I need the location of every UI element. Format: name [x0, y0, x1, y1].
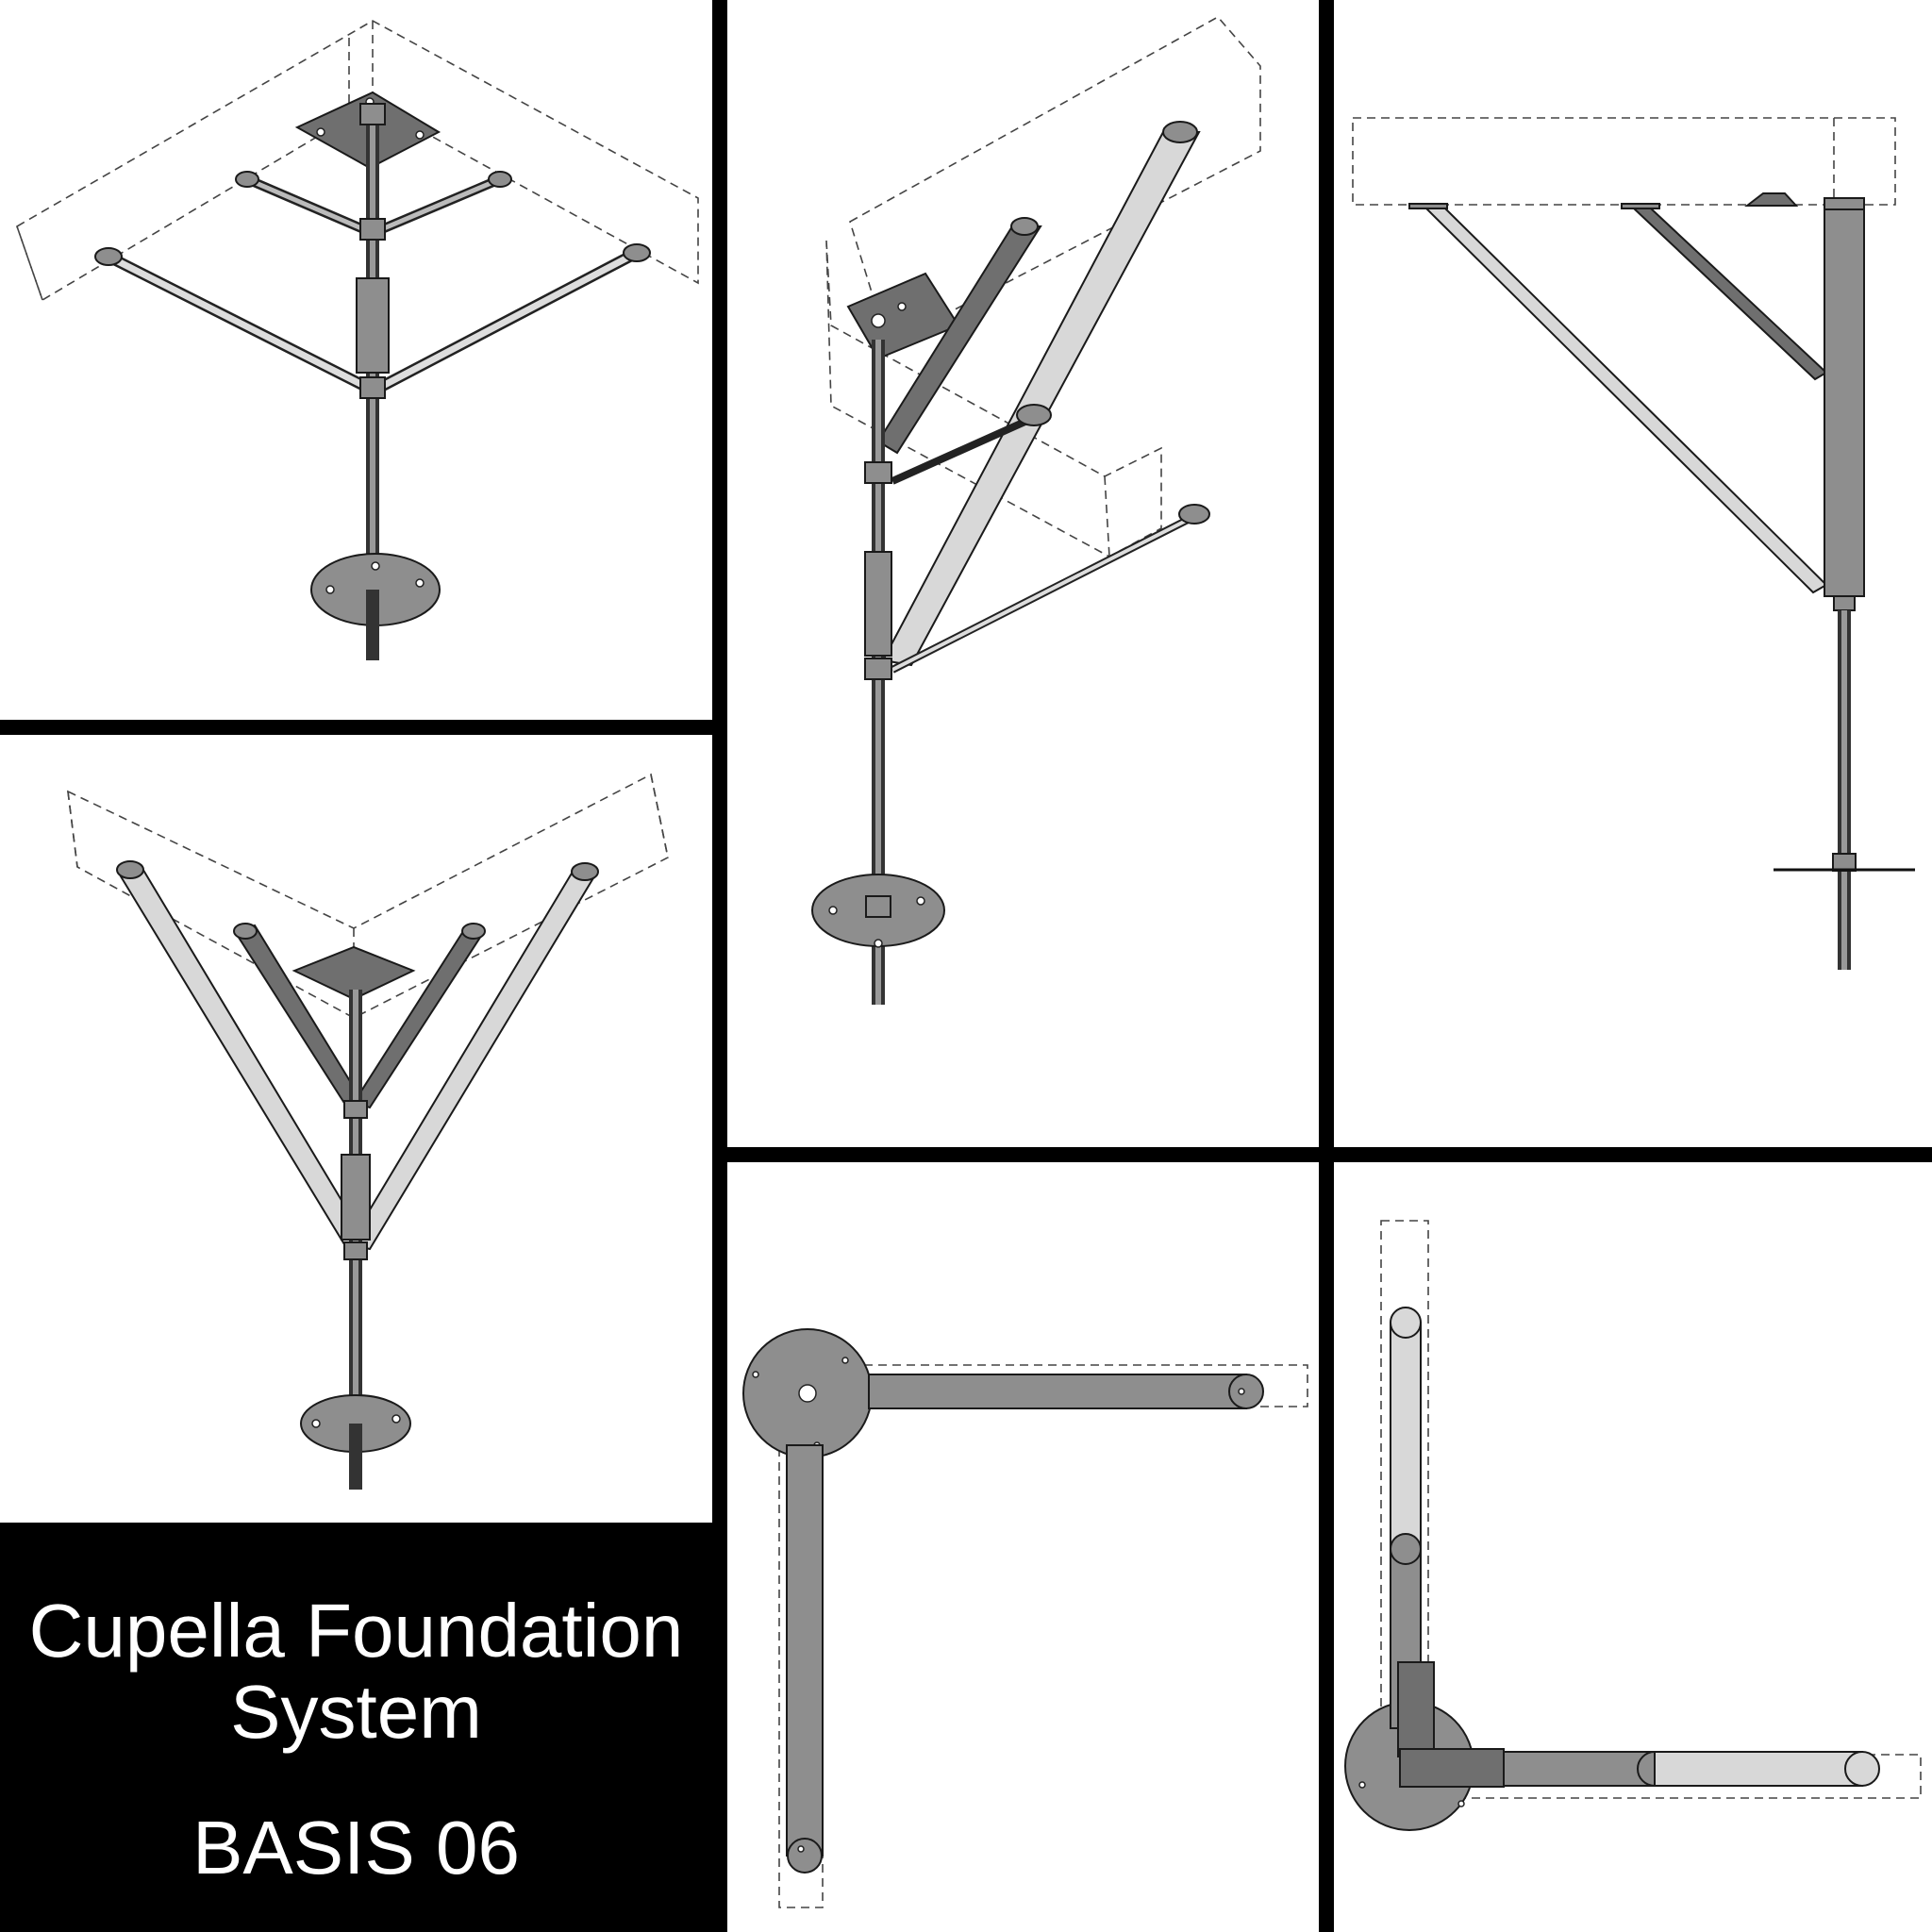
- lower-struts: [94, 243, 651, 394]
- model-name: BASIS 06: [192, 1806, 520, 1890]
- elevation-view: [1334, 0, 1932, 1147]
- long-strut: [881, 121, 1201, 667]
- iso-side-drawing: [811, 15, 1261, 1005]
- arm-x: [868, 1374, 1264, 1409]
- short-strut: [876, 217, 1042, 455]
- elevation-drawing: [1352, 117, 1915, 970]
- plan-view-b-drawing: [1344, 1220, 1922, 1831]
- iso-front-drawing: [67, 773, 669, 1490]
- plan-view-b: [1334, 1162, 1932, 1932]
- braces: [891, 404, 1210, 674]
- iso-bottom-view: [0, 0, 712, 720]
- beam-outline: [1352, 117, 1896, 206]
- iso-side-view: [727, 0, 1319, 1147]
- plan-view-a: [727, 1162, 1319, 1932]
- short-diagonal: [1631, 208, 1828, 381]
- beam-outline: [764, 1364, 1308, 1908]
- horizontal-arm: [1399, 1748, 1880, 1788]
- iso-front-view: [0, 735, 712, 1523]
- long-diagonal: [1424, 208, 1828, 594]
- base-plate: [300, 1394, 411, 1490]
- base-plate: [310, 553, 441, 660]
- base-plate: [742, 1328, 873, 1458]
- vertical-arm: [1390, 1307, 1435, 1757]
- threaded-rod: [1774, 595, 1915, 970]
- product-title: Cupella Foundation System: [28, 1589, 684, 1754]
- arm-y: [786, 1444, 824, 1874]
- beam-outline: [1371, 1220, 1922, 1799]
- inner-struts: [233, 923, 486, 1109]
- caption-block: Cupella Foundation System BASIS 06: [0, 1523, 712, 1932]
- outer-struts: [116, 860, 599, 1251]
- iso-bottom-drawing: [16, 20, 699, 660]
- beam-outline: [16, 20, 699, 302]
- top-plates: [1408, 192, 1799, 209]
- top-bracket: [291, 945, 416, 1001]
- plan-view-a-drawing: [742, 1328, 1308, 1908]
- base-plate: [811, 874, 945, 948]
- column: [1824, 197, 1865, 597]
- upper-struts: [235, 171, 512, 236]
